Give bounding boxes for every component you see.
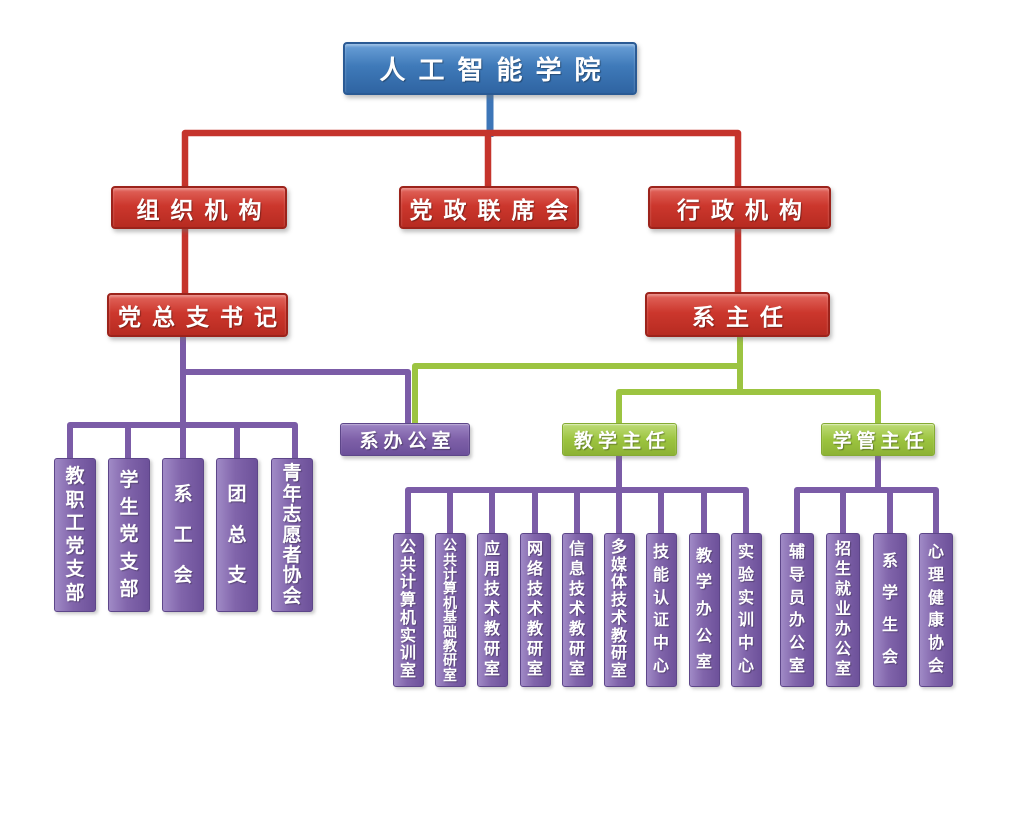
org-node-party-secretary: 党总支书记 [107,293,288,337]
party-branch-node: 教职工党支部 [54,458,96,612]
teaching-office-node: 信息技术教研室 [561,533,593,687]
teaching-office-node: 网络技术教研室 [519,533,551,687]
student-office-node: 心理健康协会 [919,533,953,687]
org-node-administration: 行政机构 [648,186,831,229]
teaching-office-node: 实验实训中心 [730,533,762,687]
party-branch-node: 团总支 [216,458,258,612]
teaching-office-node: 教学办公室 [688,533,720,687]
org-node-department-office: 系办公室 [340,423,470,456]
party-branch-node: 青年志愿者协会 [271,458,313,612]
org-node-teaching-director: 教学主任 [562,423,677,456]
org-node-college: 人工智能学院 [343,42,637,95]
teaching-office-node: 公共计算机基础教研室 [434,533,466,687]
red-connectors [181,129,742,297]
teaching-office-node: 技能认证中心 [645,533,677,687]
purple-connectors [67,337,939,537]
org-node-department-head: 系主任 [645,292,830,337]
teaching-office-node: 公共计算机实训室 [392,533,424,687]
teaching-office-node: 应用技术教研室 [476,533,508,687]
party-branch-node: 学生党支部 [108,458,150,612]
student-office-node: 系学生会 [873,533,907,687]
green-connectors [412,337,881,427]
org-node-student-affairs-director: 学管主任 [821,423,935,456]
student-office-node: 辅导员办公室 [780,533,814,687]
student-office-node: 招生就业办公室 [826,533,860,687]
org-node-party-admin-council: 党政联席会 [399,186,579,229]
org-node-organization: 组织机构 [111,186,287,229]
teaching-office-node: 多媒体技术教研室 [603,533,635,687]
party-branch-node: 系工会 [162,458,204,612]
